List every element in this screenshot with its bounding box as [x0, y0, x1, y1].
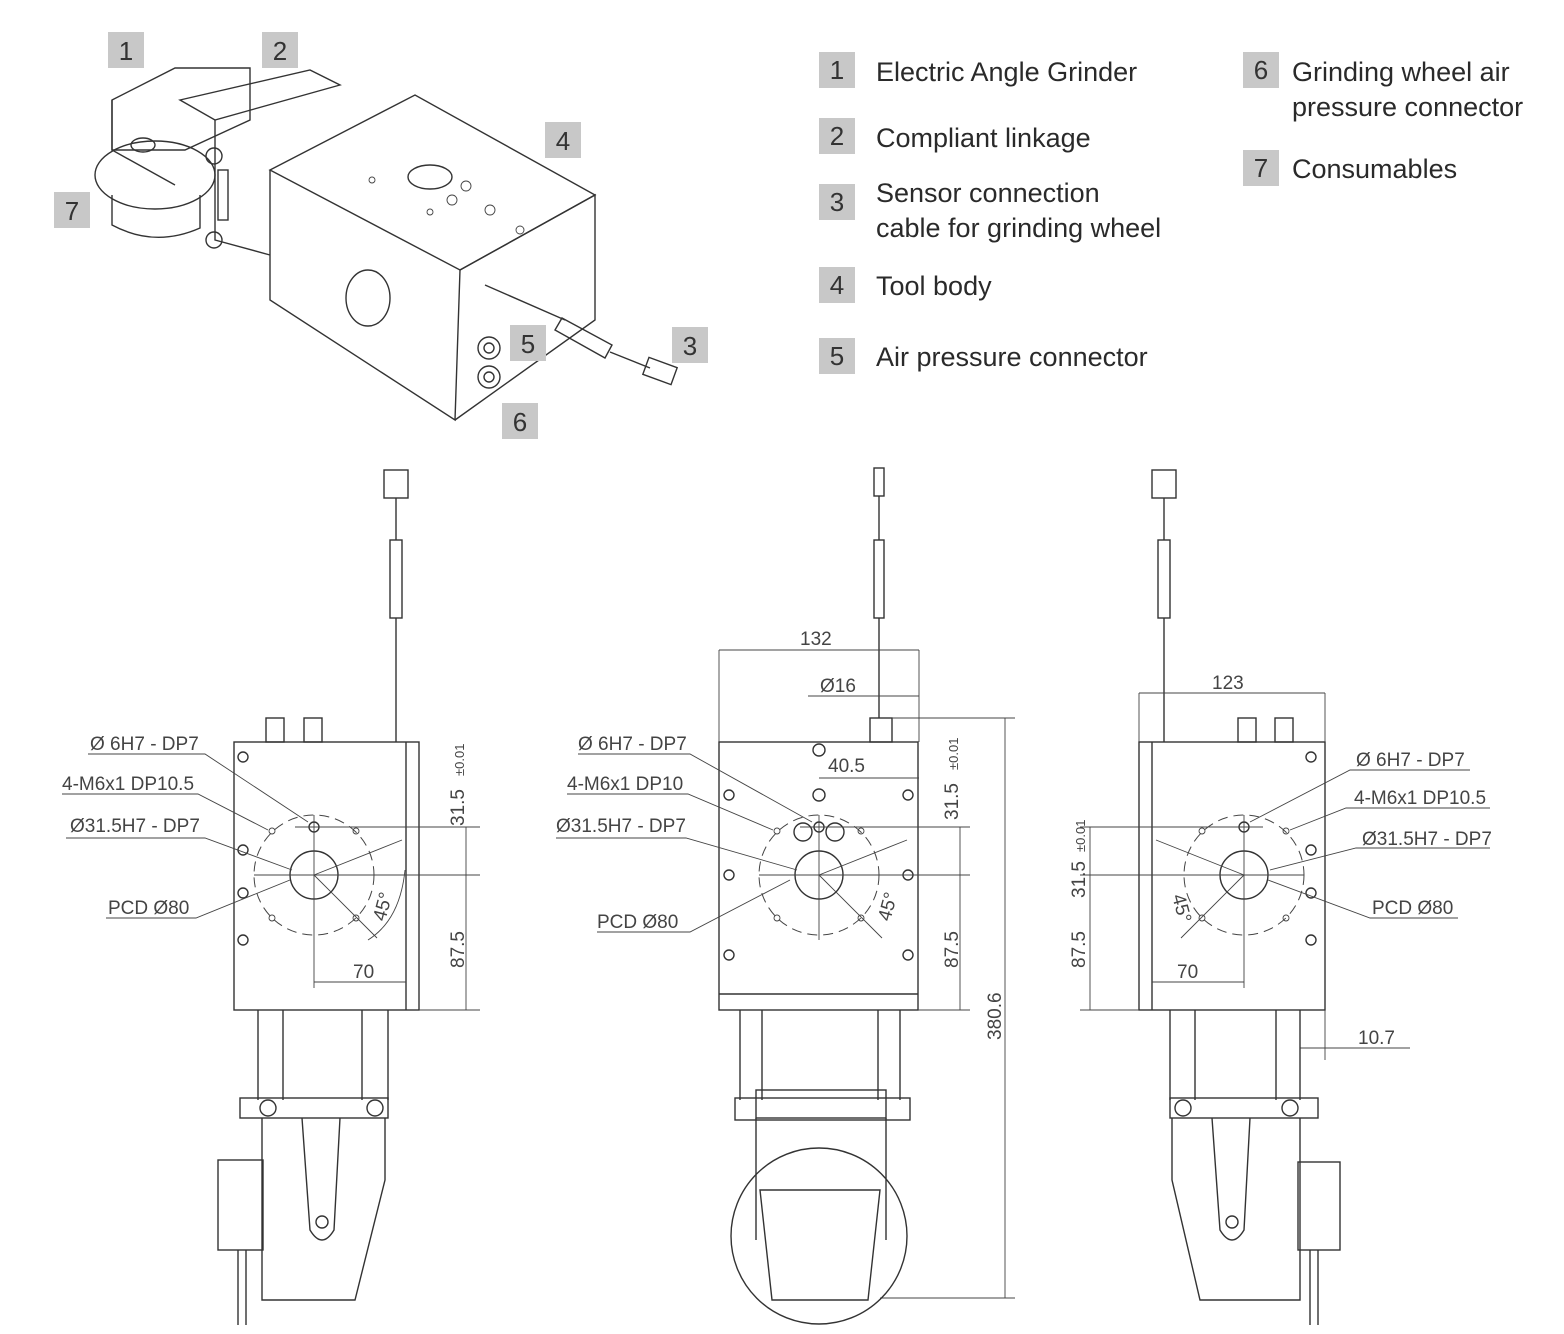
right-dim-31-5: 31.5: [1069, 861, 1090, 898]
legend-item-3-line1: Sensor connection: [876, 178, 1100, 208]
svg-text:7: 7: [65, 196, 79, 226]
right-bore-label: Ø31.5H7 - DP7: [1362, 829, 1492, 850]
front-height-380-6: 380.6: [985, 992, 1006, 1040]
callout-5: 5: [510, 325, 546, 361]
legend-item-4: Tool body: [876, 271, 992, 301]
svg-text:4: 4: [556, 126, 570, 156]
legend-badge-1: 1: [819, 52, 855, 88]
legend-item-3-line2: cable for grinding wheel: [876, 213, 1162, 243]
left-pcd-label: PCD Ø80: [108, 898, 189, 919]
right-side-view: [1080, 469, 1490, 1325]
right-angle: 45°: [1167, 892, 1195, 925]
svg-text:3: 3: [683, 331, 697, 361]
front-pcd-label: PCD Ø80: [597, 912, 678, 933]
left-dim-70: 70: [353, 962, 374, 983]
legend-item-1: Electric Angle Grinder: [876, 57, 1138, 87]
callout-1: 1: [108, 32, 144, 68]
legend-item-6-line1: Grinding wheel air: [1292, 57, 1510, 87]
front-bore-label: Ø31.5H7 - DP7: [556, 816, 686, 837]
legend-item-2: Compliant linkage: [876, 123, 1091, 153]
callout-3: 3: [672, 327, 708, 363]
legend-badge-6: 6: [1243, 52, 1279, 88]
left-pin-hole-label: Ø 6H7 - DP7: [90, 734, 199, 755]
front-width-132: 132: [800, 629, 832, 650]
svg-text:1: 1: [119, 36, 133, 66]
front-pin-hole-label: Ø 6H7 - DP7: [578, 734, 687, 755]
legend-badge-3: 3: [819, 184, 855, 220]
front-dim-31-5: 31.5: [942, 783, 963, 820]
left-bore-label: Ø31.5H7 - DP7: [70, 816, 200, 837]
left-tolerance: ±0.01: [452, 744, 467, 776]
right-view-labels: 123 Ø 6H7 - DP7 4-M6x1 DP10.5 Ø31.5H7 - …: [1069, 673, 1492, 1049]
legend-item-6-line2: pressure connector: [1292, 92, 1524, 122]
right-dim-70: 70: [1177, 962, 1198, 983]
front-dim-87-5: 87.5: [942, 931, 963, 968]
left-dim-87-5: 87.5: [448, 931, 469, 968]
callout-2: 2: [262, 32, 298, 68]
legend-badge-2: 2: [819, 118, 855, 154]
front-angle: 45°: [875, 890, 903, 923]
right-offset-10-7: 10.7: [1358, 1028, 1395, 1049]
callout-7: 7: [54, 192, 90, 228]
svg-text:5: 5: [521, 329, 535, 359]
callout-6: 6: [502, 403, 538, 439]
front-view: [556, 467, 1015, 1325]
right-threaded-label: 4-M6x1 DP10.5: [1354, 788, 1486, 809]
right-width-123: 123: [1212, 673, 1244, 694]
legend-item-5: Air pressure connector: [876, 342, 1148, 372]
front-dia-16: Ø16: [820, 676, 856, 697]
right-tolerance: ±0.01: [1073, 820, 1088, 852]
isometric-view: [94, 67, 679, 422]
svg-text:6: 6: [513, 407, 527, 437]
legend-badge-7: 7: [1243, 150, 1279, 186]
left-view-labels: Ø 6H7 - DP7 4-M6x1 DP10.5 Ø31.5H7 - DP7 …: [62, 734, 469, 983]
left-threaded-label: 4-M6x1 DP10.5: [62, 774, 194, 795]
front-offset-40-5: 40.5: [828, 756, 865, 777]
front-view-labels: 132 Ø16 40.5 Ø 6H7 - DP7 4-M6x1 DP10 Ø31…: [556, 629, 1006, 1040]
left-side-view: [62, 469, 480, 1325]
right-dim-87-5: 87.5: [1069, 931, 1090, 968]
right-pin-hole-label: Ø 6H7 - DP7: [1356, 750, 1465, 771]
legend-badge-4: 4: [819, 267, 855, 303]
callout-4: 4: [545, 122, 581, 158]
right-pcd-label: PCD Ø80: [1372, 898, 1453, 919]
front-tolerance: ±0.01: [946, 738, 961, 770]
left-angle: 45°: [370, 890, 398, 923]
legend-item-7: Consumables: [1292, 154, 1458, 184]
front-threaded-label: 4-M6x1 DP10: [567, 774, 683, 795]
left-dim-31-5: 31.5: [448, 789, 469, 826]
legend-badge-5: 5: [819, 338, 855, 374]
callouts: 1 2 3 4 5 6 7: [54, 32, 708, 439]
svg-text:2: 2: [273, 36, 287, 66]
